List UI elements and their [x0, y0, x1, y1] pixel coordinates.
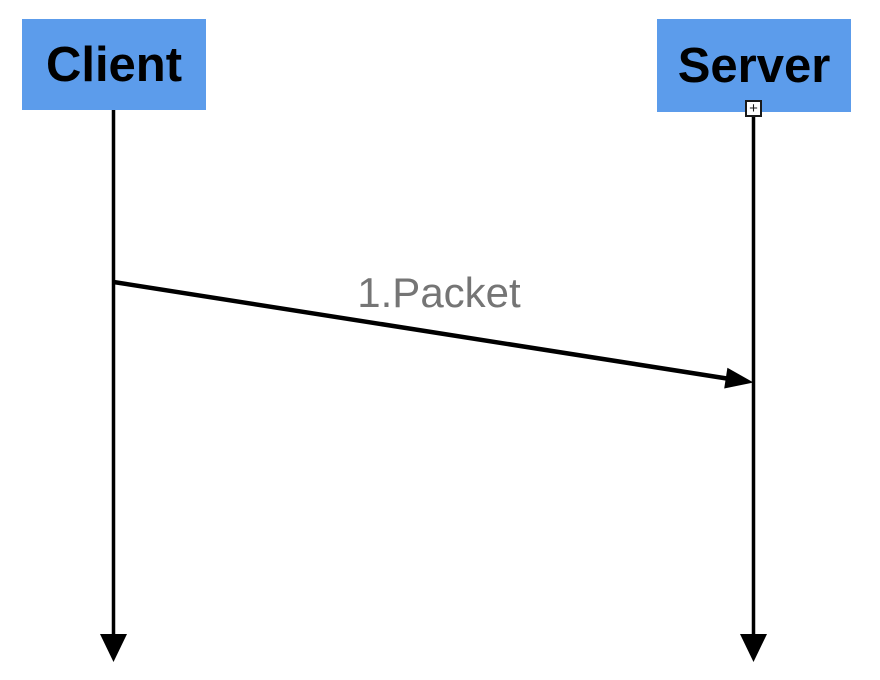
client-lifeline-arrowhead: [100, 634, 127, 662]
expand-icon[interactable]: +: [745, 100, 762, 117]
server-lifeline-arrowhead: [740, 634, 767, 662]
actor-server[interactable]: Server: [657, 19, 851, 112]
actor-client-label: Client: [45, 37, 183, 92]
actor-client[interactable]: Client: [22, 19, 206, 110]
message-arrowhead: [724, 367, 754, 389]
message-label[interactable]: 1.Packet: [357, 269, 521, 316]
message-line[interactable]: [113, 279, 731, 382]
actor-server-label: Server: [677, 38, 831, 93]
